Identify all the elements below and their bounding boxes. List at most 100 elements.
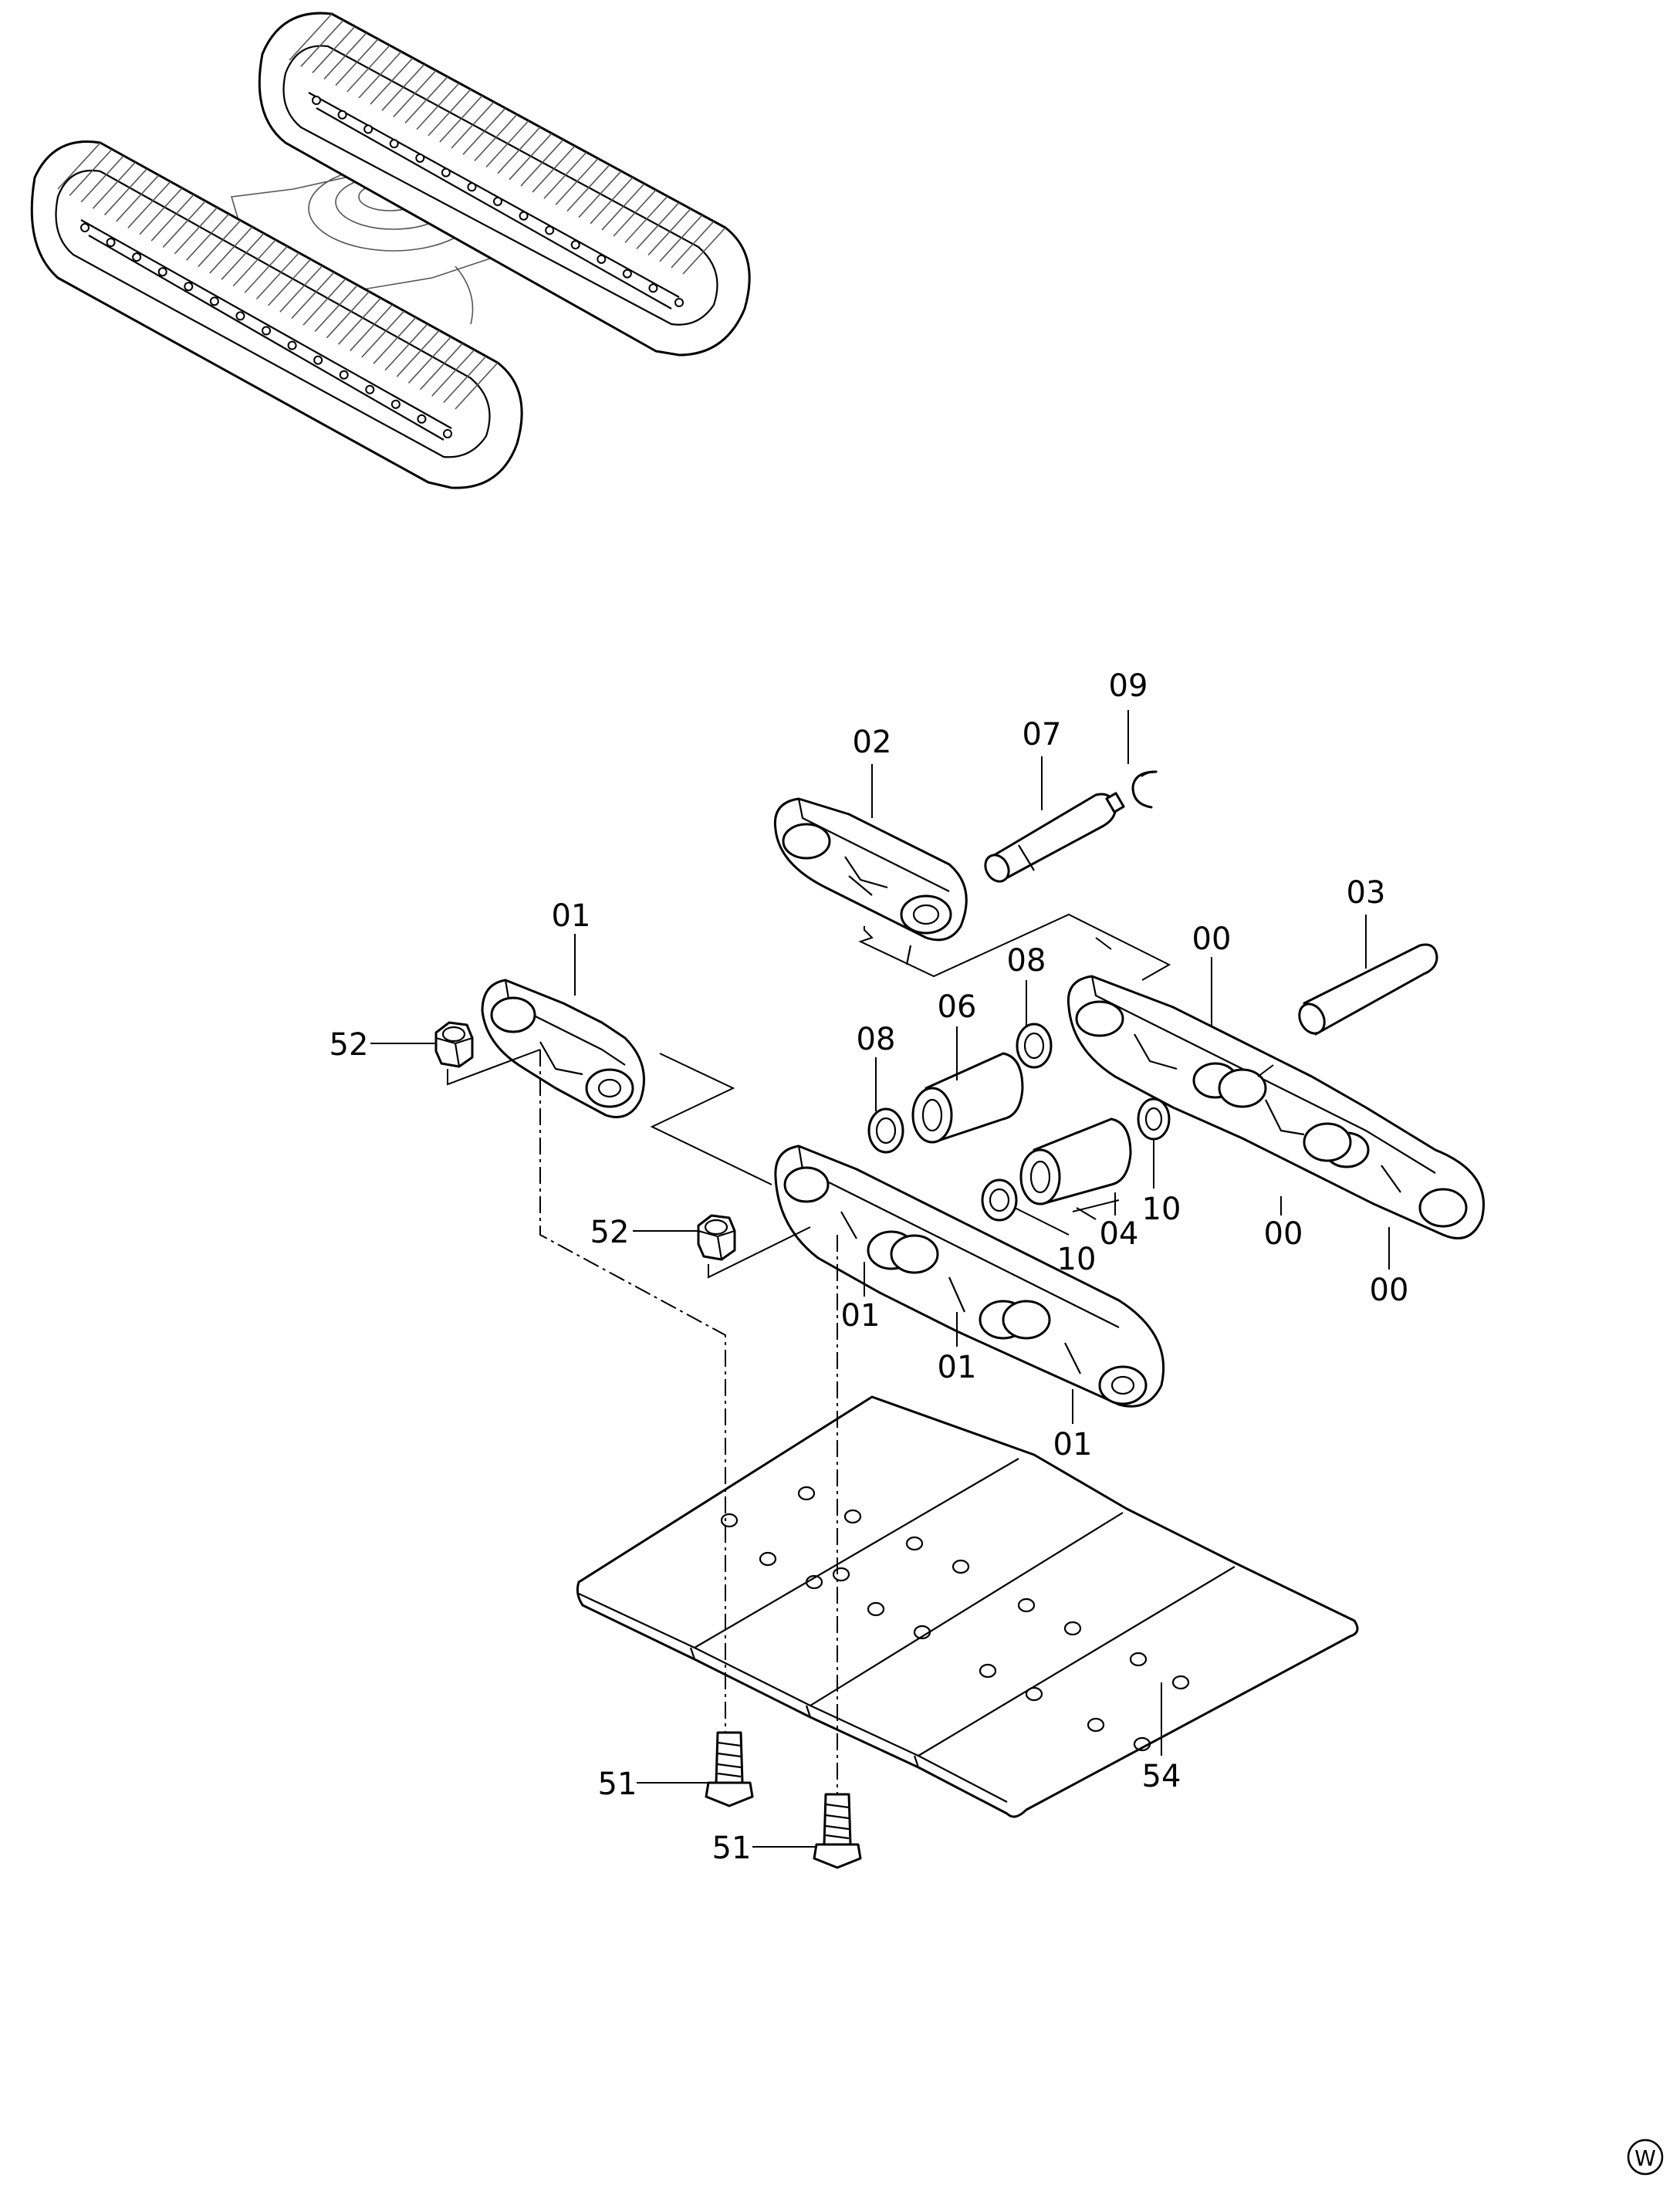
track-pad-line <box>578 171 622 218</box>
track-pad-line <box>139 188 183 235</box>
track-pad-line <box>289 13 333 61</box>
track-roller <box>519 211 529 221</box>
track-pad-line <box>462 107 506 155</box>
track-pad-line <box>162 200 206 248</box>
track-roller <box>287 340 297 350</box>
track-pad-line <box>416 83 460 130</box>
track-roller <box>106 238 116 248</box>
track-pad-line <box>659 215 703 262</box>
rear-track <box>258 12 751 357</box>
shoe-bolt-hole <box>1171 1675 1190 1690</box>
bushing-06 <box>911 1052 1024 1144</box>
track-roller <box>545 225 555 235</box>
callout-08-left: 08 <box>857 1022 896 1057</box>
track-pad-line <box>384 323 428 371</box>
track-roller <box>235 311 245 321</box>
track-pad-line <box>103 167 148 216</box>
track-roller <box>648 283 658 293</box>
track-pad-line <box>682 227 726 275</box>
shoe-bolt-hole <box>805 1574 823 1590</box>
track-pad-line <box>485 120 529 168</box>
track-pad-line <box>186 213 230 261</box>
track-roller <box>339 370 349 380</box>
track-pad-line <box>361 310 405 358</box>
link-01-upper <box>481 979 645 1118</box>
track-roller <box>132 252 142 262</box>
track-pad-line <box>404 76 448 124</box>
track-roller <box>597 254 607 264</box>
callout-10-left: 10 <box>1057 1242 1097 1277</box>
track-pad-line <box>624 195 668 243</box>
track-pad-line <box>335 39 379 86</box>
track-pad-line <box>474 113 518 161</box>
track-pad-line <box>337 297 382 345</box>
nut-52-lower <box>697 1214 736 1261</box>
track-pad-line <box>381 63 425 111</box>
bolt-51-lower <box>813 1793 862 1869</box>
track-pad-line <box>57 142 101 190</box>
track-pad-line <box>407 336 452 384</box>
track-pad-line <box>350 304 394 352</box>
track-pad-line <box>532 145 576 193</box>
track-pad-line <box>279 265 323 313</box>
callout-09: 09 <box>1109 668 1148 704</box>
track-roller <box>363 124 374 134</box>
track-pad-line <box>314 284 358 332</box>
track-roller <box>441 167 451 178</box>
track-roller <box>493 197 502 206</box>
shoe-bolt-hole <box>913 1625 931 1640</box>
track-chain-exploded-view <box>434 770 1485 1869</box>
shoe-bolt-hole <box>843 1509 862 1524</box>
track-pad-line <box>116 174 160 222</box>
track-pad-line <box>255 252 300 300</box>
link-chain-01-lower <box>774 1145 1165 1408</box>
callout-51-lower: 51 <box>712 1831 752 1866</box>
track-roller <box>337 110 347 120</box>
shoe-bolt-hole <box>1133 1736 1151 1752</box>
track-roller <box>622 269 632 279</box>
shoe-bolt-hole <box>1025 1686 1043 1702</box>
track-pad-line <box>431 349 475 397</box>
track-pad-line <box>497 127 541 174</box>
track-pad-line <box>127 181 171 228</box>
track-pad-line <box>601 183 645 231</box>
callout-52-lower: 52 <box>590 1215 630 1250</box>
callout-labels: 09 02 07 03 01 00 08 06 52 08 10 04 10 0… <box>330 668 1409 1866</box>
corner-mark: W <box>1627 2139 1664 2176</box>
shoe-bolt-hole <box>759 1551 777 1567</box>
shoe-bolt-hole <box>1129 1652 1148 1667</box>
callout-03: 03 <box>1347 875 1386 911</box>
track-pad-line <box>303 278 346 326</box>
seal-10-left <box>981 1178 1018 1222</box>
link-assembly-00 <box>1066 975 1485 1239</box>
shoe-bolt-hole <box>979 1663 997 1679</box>
track-pad-line <box>509 133 553 181</box>
track-roller <box>312 96 321 105</box>
snap-ring-09 <box>1131 770 1158 809</box>
master-pin-07 <box>984 792 1125 883</box>
callout-04: 04 <box>1100 1216 1139 1252</box>
track-roller <box>262 326 271 336</box>
track-pad-line <box>174 207 218 255</box>
track-pad-line <box>443 356 487 404</box>
track-shoe-54 <box>576 1395 1359 1818</box>
track-roller <box>417 414 427 424</box>
seal-08-left <box>867 1107 904 1154</box>
track-pad-line <box>69 148 113 196</box>
track-roller <box>674 298 684 307</box>
track-pad-line <box>393 69 437 117</box>
track-roller <box>390 399 401 409</box>
track-pad-line <box>428 89 472 137</box>
track-roller <box>365 384 375 394</box>
front-track <box>30 140 523 489</box>
track-pad-line <box>671 221 715 269</box>
seal-10-right <box>1137 1097 1171 1141</box>
track-roller <box>157 267 167 277</box>
track-pad-line <box>370 57 414 105</box>
track-pad-line <box>346 45 390 93</box>
callout-00-mid: 00 <box>1264 1216 1303 1252</box>
track-pad-line <box>520 139 564 187</box>
track-roller <box>443 429 452 438</box>
shoe-bolt-hole <box>832 1567 850 1582</box>
